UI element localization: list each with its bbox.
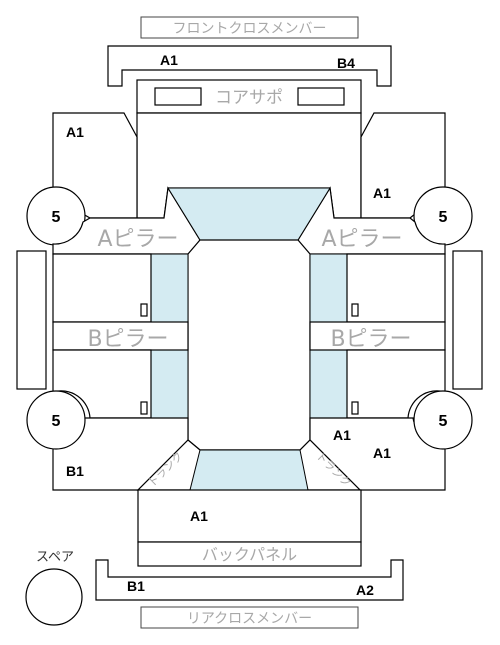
front-cross-grade-right: B4 — [337, 55, 355, 71]
right-front-door-handle — [351, 303, 359, 317]
right-a-pillar-label: Aピラー — [321, 227, 402, 252]
rear-right-quarter-grade: A1 — [373, 445, 391, 461]
right-b-pillar — [309, 321, 446, 351]
rear-bumper-bracket — [95, 559, 404, 601]
trunk-floor-grade: A1 — [190, 508, 208, 524]
left-front-window — [150, 253, 189, 323]
left-front-door — [52, 253, 152, 323]
left-b-pillar-label: Bピラー — [87, 327, 168, 352]
spare-tire — [25, 568, 83, 626]
right-b-pillar-label: Bピラー — [330, 327, 411, 352]
front-right-fender-grade: A1 — [373, 185, 391, 201]
rear-right-wheel-grade: 5 — [439, 413, 448, 430]
front-cross-grade-left: A1 — [160, 52, 178, 68]
right-front-window — [309, 253, 348, 323]
rear-right-wheel — [413, 390, 473, 450]
left-front-door-handle — [140, 303, 148, 317]
front-left-fender-grade: A1 — [66, 124, 84, 140]
left-headlight — [154, 87, 202, 106]
right-side-sill — [452, 250, 483, 390]
back-panel-label: バックパネル — [202, 545, 297, 564]
front-right-wheel-grade: 5 — [439, 209, 448, 226]
left-side-sill — [16, 250, 47, 390]
left-rear-door-handle — [140, 401, 148, 415]
back-panel-box — [137, 541, 362, 567]
rear-right-quarter-inner-grade: A1 — [333, 427, 351, 443]
rear-window — [189, 449, 309, 491]
rear-cross-member-label: リアクロスメンバー — [187, 611, 312, 627]
right-rear-window — [309, 349, 348, 419]
rear-cross-grade-left: B1 — [127, 578, 145, 594]
rear-left-quarter-grade: B1 — [66, 463, 84, 479]
front-cross-member-box — [140, 16, 359, 39]
right-headlight — [297, 87, 345, 106]
front-left-wheel-grade: 5 — [52, 209, 61, 226]
rear-left-wheel — [26, 390, 86, 450]
left-a-pillar-label: Aピラー — [97, 227, 178, 252]
left-rear-window — [150, 349, 189, 419]
rear-left-wheel-grade: 5 — [52, 413, 61, 430]
spare-tire-label: スペア — [36, 550, 74, 565]
rear-cross-grade-right: A2 — [356, 582, 374, 598]
roof-panel — [187, 239, 311, 451]
front-cross-member-label: フロントクロスメンバー — [173, 21, 327, 37]
trunk-floor — [137, 489, 362, 543]
right-rear-door-handle — [351, 401, 359, 415]
rear-cross-member-box — [140, 606, 359, 629]
right-front-door — [346, 253, 446, 323]
front-bumper-bracket — [107, 45, 392, 87]
core-support-label: コアサポ — [215, 88, 283, 108]
